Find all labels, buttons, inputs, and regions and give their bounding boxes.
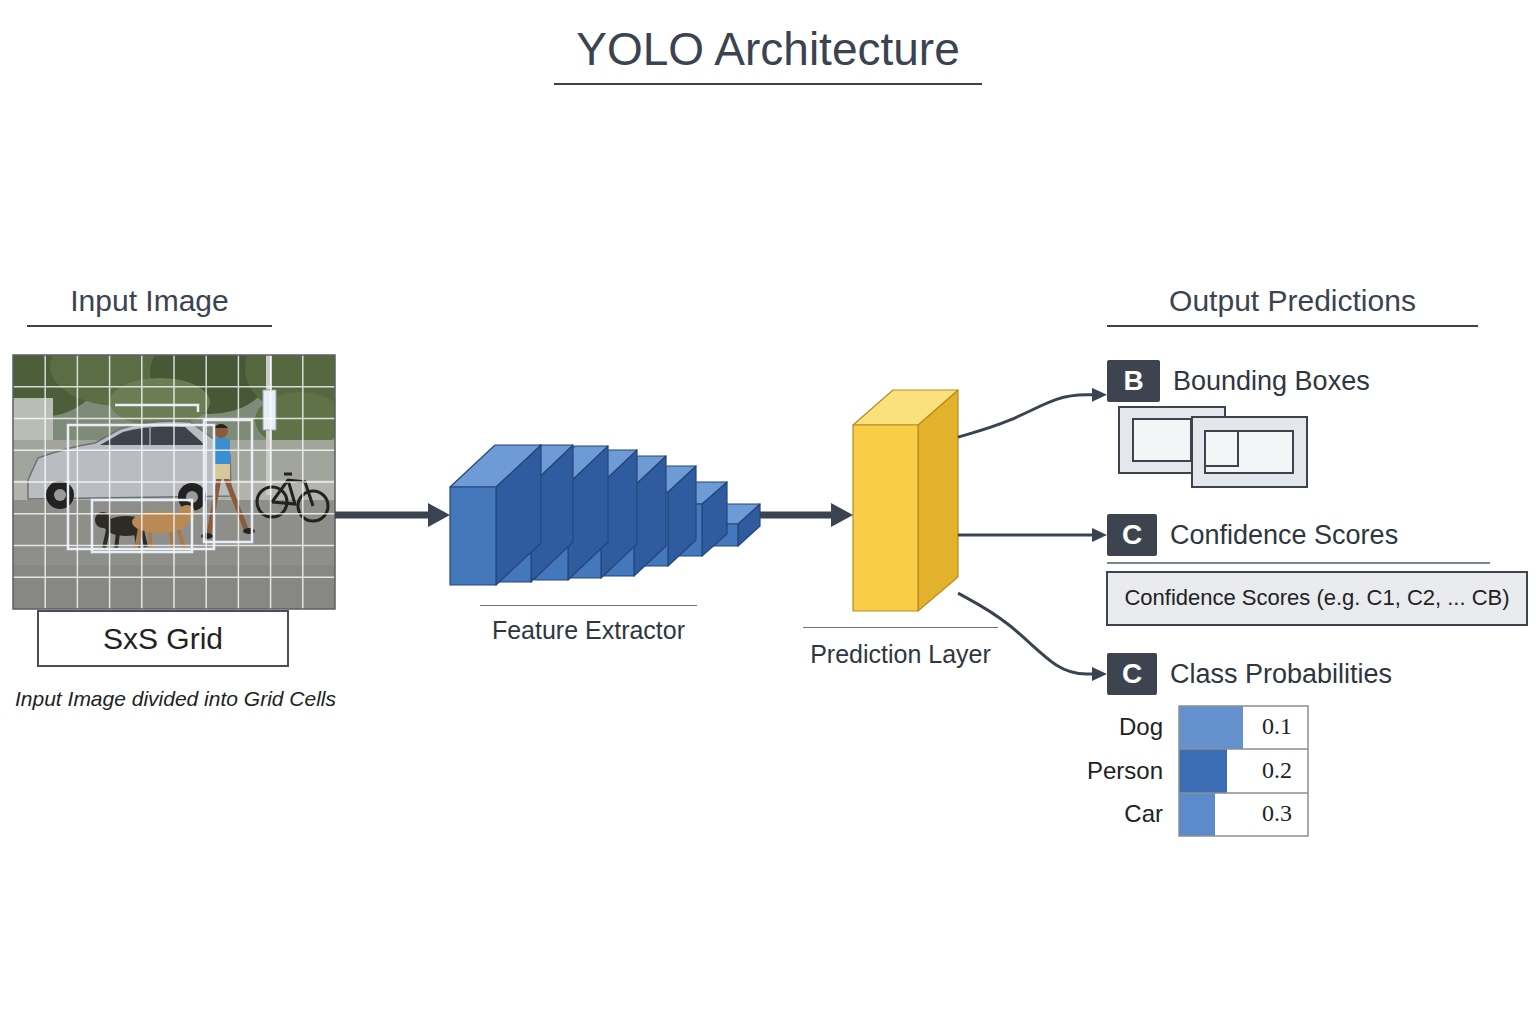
prism-front (853, 425, 918, 611)
grid-label: SxS Grid (103, 621, 223, 657)
text-slot: Confidence Scores (e.g. C1, C2, ... CB) (1108, 573, 1526, 624)
confidence-box: Confidence Scores (e.g. C1, C2, ... CB) (1106, 571, 1528, 626)
badge-letter: C (1122, 518, 1142, 552)
flow-arrow (760, 512, 831, 519)
shirt (213, 438, 230, 466)
text-slot: Confidence Scores (1170, 519, 1398, 551)
section-heading: Input Image (27, 283, 272, 319)
layer-slab (450, 445, 541, 585)
street-sign (263, 390, 276, 430)
head (214, 424, 228, 438)
car (28, 421, 231, 511)
text-slot: C (1107, 514, 1157, 556)
table-ground (1179, 706, 1308, 836)
text-slot: C (1107, 653, 1157, 695)
confidence-text: Confidence Scores (e.g. C1, C2, ... CB) (1124, 585, 1509, 611)
probability-bar (1179, 749, 1227, 793)
table-frame (1179, 706, 1308, 836)
text-slot: B (1107, 360, 1160, 402)
label-slot: 0.2 (1240, 756, 1292, 785)
title-wrap: YOLO Architecture (0, 22, 1536, 85)
text-slot: Class Probabilities (1170, 658, 1392, 690)
wheel (46, 481, 74, 509)
probability-value: 0.3 (1240, 799, 1292, 828)
prediction-layer-node: Prediction Layer (853, 390, 958, 611)
car-pillar (149, 426, 151, 445)
probability-value: 0.2 (1240, 756, 1292, 785)
photo-detections (68, 405, 252, 552)
label-slot: 0.1 (1240, 712, 1292, 741)
label-slot: Dog (1043, 713, 1163, 742)
slab-top (450, 445, 541, 487)
label-slot: Input Image divided into Grid Cells (15, 686, 336, 711)
output-heading: Bounding Boxes (1173, 365, 1370, 397)
output-heading: Confidence Scores (1170, 519, 1398, 551)
table-rules (1179, 749, 1308, 793)
text-slot: Prediction Layer (803, 627, 998, 669)
probability-table (1179, 706, 1308, 836)
class-name: Car (1043, 800, 1163, 829)
shorts (213, 464, 230, 479)
output-badge: BBounding Boxes (1107, 360, 1160, 402)
hair (214, 424, 228, 428)
feature-extractor-blocks (450, 445, 760, 585)
box-icon-inner (1133, 419, 1191, 461)
detection-box (204, 420, 252, 542)
input-image-node: Input Image (13, 355, 335, 609)
output-heading: Class Probabilities (1170, 658, 1392, 690)
input-photo (13, 355, 335, 609)
probability-bar (1179, 706, 1243, 749)
box-icon-inner (1205, 431, 1293, 473)
text-slot: SxS Grid (39, 612, 287, 665)
output-badge: CConfidence Scores (1107, 514, 1157, 556)
divider-line (1107, 562, 1490, 564)
text-slot: Feature Extractor (480, 605, 697, 645)
diagram-title: YOLO Architecture (554, 22, 982, 85)
feature-extractor-node: Feature Extractor (450, 445, 760, 585)
box-icon-inner (1205, 431, 1238, 466)
probability-bar (1179, 793, 1215, 836)
grid-lines (13, 355, 335, 609)
badge-letter: C (1122, 657, 1142, 691)
text-slot: Input Image (27, 283, 272, 327)
text-slot: Bounding Boxes (1173, 365, 1370, 397)
detection-box (115, 405, 198, 412)
photo-frame (13, 355, 335, 609)
leg (226, 478, 246, 529)
bike-frame (272, 474, 313, 506)
badge-letter: B (1123, 364, 1143, 398)
probability-value: 0.1 (1240, 712, 1292, 741)
slab-front (450, 487, 496, 585)
label-slot: Output Predictions (1107, 283, 1478, 327)
bounding-boxes-icon (1119, 407, 1307, 487)
prediction-prism (853, 390, 958, 611)
flow-arrow (958, 534, 1092, 537)
flow-arrow (335, 512, 428, 519)
flow-arrow (958, 395, 1092, 437)
prism-side (918, 390, 958, 611)
caption-note: Input Image divided into Grid Cells (15, 686, 336, 711)
label-slot: Car (1043, 800, 1163, 829)
section-heading: Output Predictions (1107, 283, 1478, 319)
prism-top (853, 390, 958, 425)
class-name: Dog (1043, 713, 1163, 742)
box-icon (1192, 417, 1307, 487)
stage-label: Prediction Layer (803, 639, 998, 669)
label-slot: 0.3 (1240, 799, 1292, 828)
stage-label: Feature Extractor (480, 615, 697, 645)
label-slot: Person (1043, 757, 1163, 786)
class-name: Person (1043, 757, 1163, 786)
hubcap (54, 489, 66, 501)
car-window (100, 427, 205, 445)
output-badge: CClass Probabilities (1107, 653, 1157, 695)
grid-box: SxS Grid (37, 610, 289, 667)
